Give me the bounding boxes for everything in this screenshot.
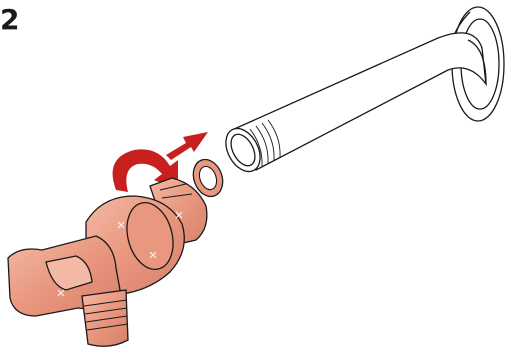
shower-holder-bracket [8,178,207,346]
shower-arm-pipe [219,33,486,178]
bottom-outlet [82,290,128,346]
push-arrow-icon [166,132,208,160]
